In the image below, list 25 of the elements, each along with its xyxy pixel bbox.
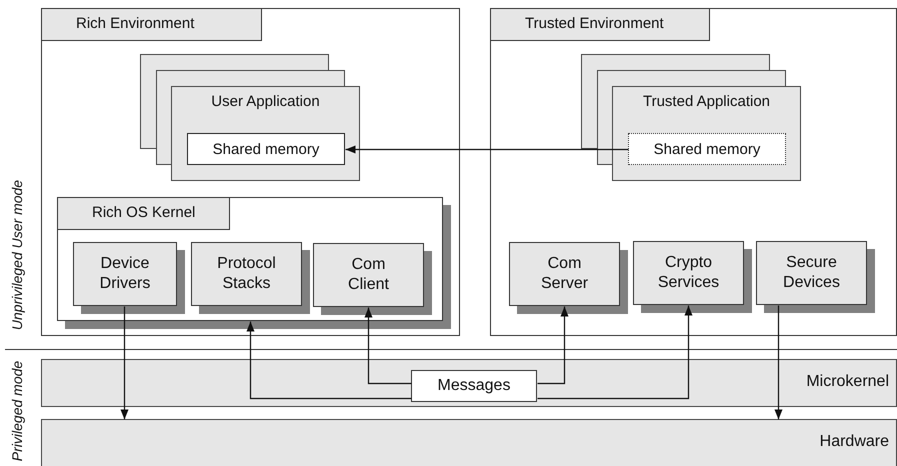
arrow [538, 306, 568, 384]
layer-label: Hardware [820, 433, 889, 451]
message-box: Messages [411, 370, 537, 402]
section-title: Rich Environment [41, 8, 262, 41]
application-box [171, 86, 360, 181]
application-box [612, 86, 801, 181]
arrow [346, 146, 628, 154]
section-title: Rich OS Kernel [57, 197, 230, 230]
section-title: Trusted Environment [490, 8, 710, 41]
mode-label: Unprivileged User mode [9, 180, 25, 330]
layer-label: Microkernel [806, 373, 889, 391]
arrow [120, 306, 128, 420]
arrow [246, 322, 412, 400]
arrow [364, 308, 412, 384]
mode-label: Privileged mode [9, 360, 25, 462]
environment-frame [41, 8, 460, 336]
hardware-band [41, 419, 897, 466]
memory-box: Shared memory [628, 133, 786, 165]
microkernel-band [41, 359, 897, 407]
arrow [538, 306, 692, 400]
application-title: Trusted Application [642, 93, 772, 110]
application-title: User Application [210, 93, 321, 110]
arrow [774, 306, 782, 420]
environment-frame [490, 8, 897, 336]
memory-box: Shared memory [187, 133, 345, 165]
